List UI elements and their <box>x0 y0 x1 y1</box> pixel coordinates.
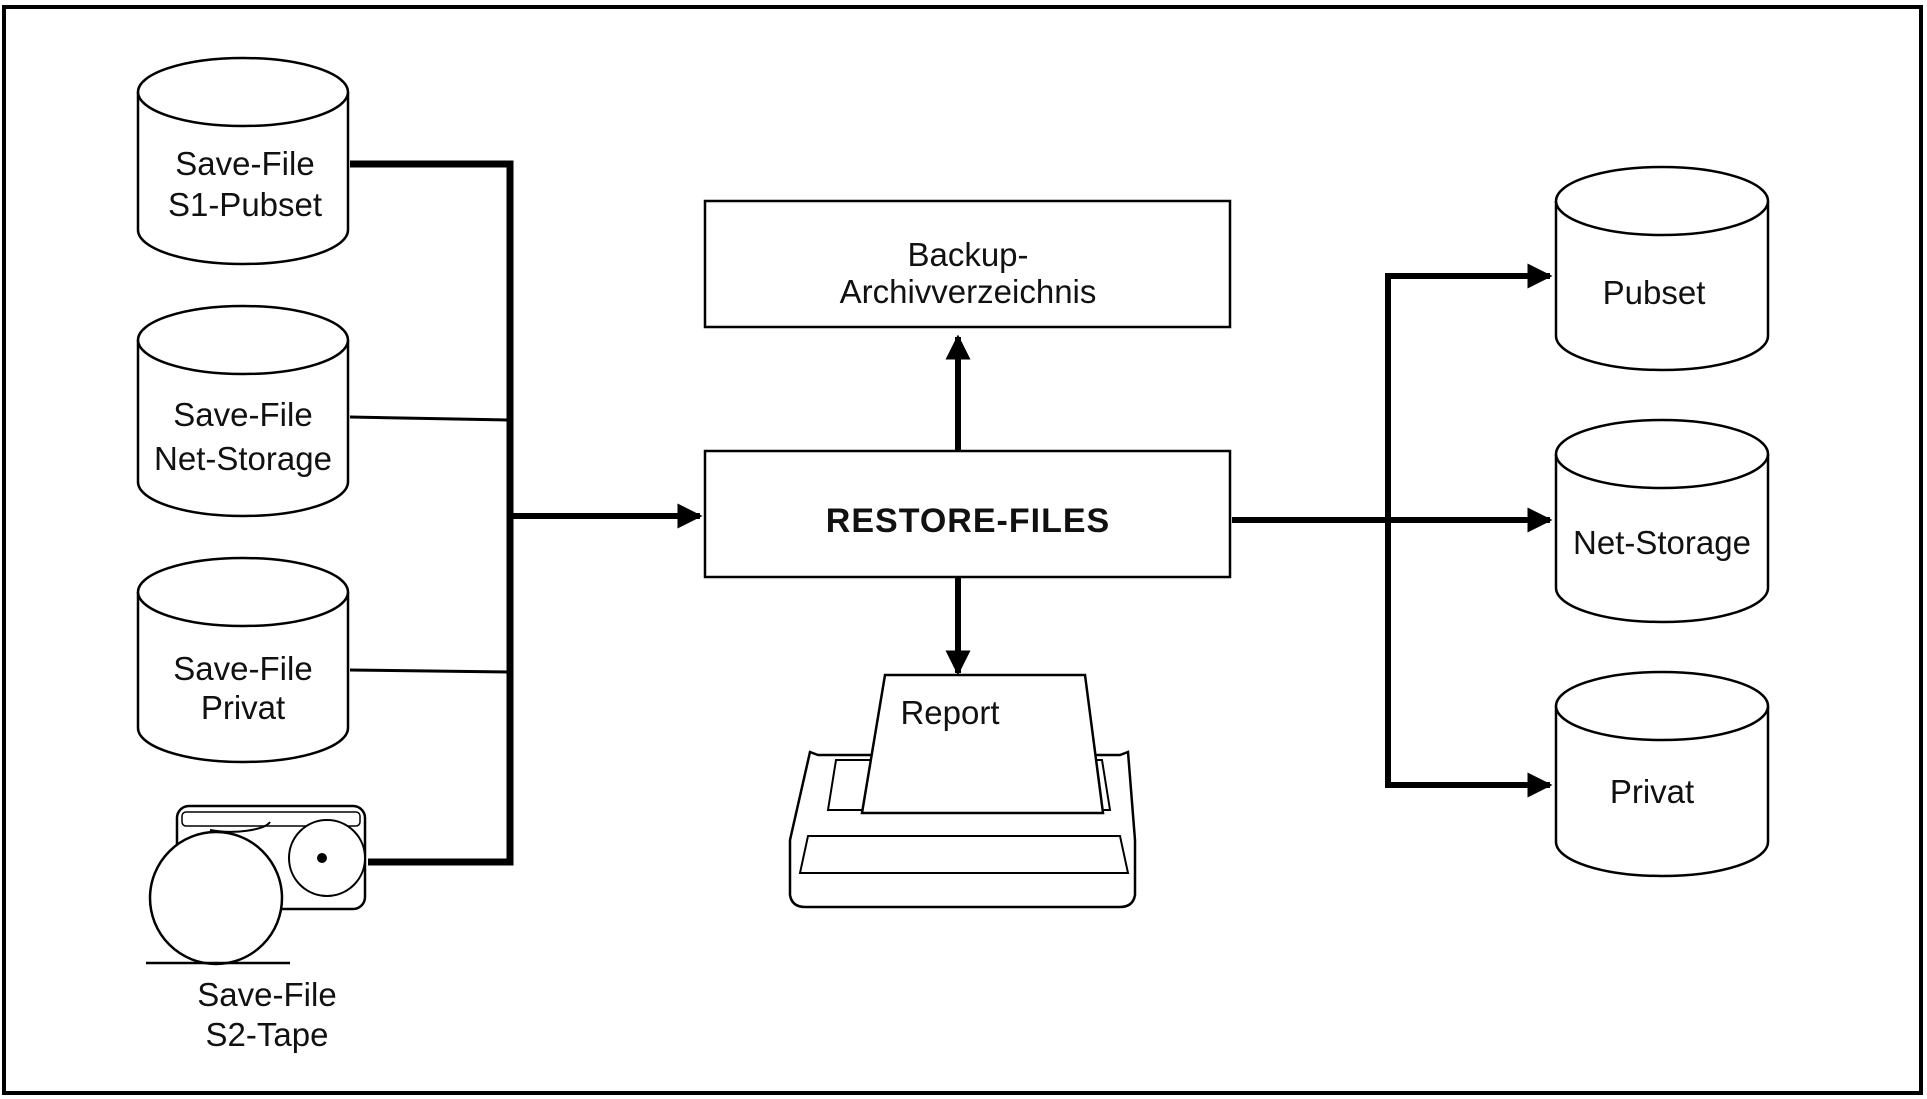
source-s1-pubset-line1: Save-File <box>175 145 314 182</box>
restore-files-box: RESTORE-FILES <box>703 449 1232 579</box>
archive-label-line2: Archivverzeichnis <box>840 273 1097 310</box>
printer-icon: Report <box>788 673 1137 909</box>
report-label: Report <box>900 694 999 731</box>
target-privat-label: Privat <box>1610 773 1694 810</box>
target-privat-cylinder: Privat <box>1554 670 1770 878</box>
target-net-storage-label: Net-Storage <box>1573 524 1751 561</box>
source-privat-cylinder: Save-File Privat <box>136 556 350 764</box>
source-privat-line2: Privat <box>201 689 285 726</box>
target-pubset-label: Pubset <box>1603 274 1706 311</box>
source-s2-tape-line2: S2-Tape <box>206 1016 329 1053</box>
source-s1-pubset-cylinder: Save-File S1-Pubset <box>136 56 350 266</box>
target-net-storage-cylinder: Net-Storage <box>1554 418 1770 624</box>
source-s2-tape-line1: Save-File <box>197 976 336 1013</box>
archive-label-line1: Backup- <box>907 236 1028 273</box>
report-sheet <box>860 673 1105 815</box>
archive-box: Backup- Archivverzeichnis <box>703 199 1232 329</box>
restore-files-label: RESTORE-FILES <box>826 502 1110 540</box>
target-connectors <box>1232 263 1553 798</box>
source-s1-pubset-line2: S1-Pubset <box>168 186 322 223</box>
source-net-storage-line1: Save-File <box>173 396 312 433</box>
tape-spool-icon <box>148 830 284 966</box>
diagram-frame <box>2 5 1923 1095</box>
source-privat-line1: Save-File <box>173 650 312 687</box>
source-net-storage-line2: Net-Storage <box>154 440 332 477</box>
source-s2-tape-device: Save-File S2-Tape <box>146 804 367 1053</box>
source-net-storage-cylinder: Save-File Net-Storage <box>136 304 350 518</box>
target-pubset-cylinder: Pubset <box>1554 165 1770 372</box>
source-connectors <box>349 160 703 866</box>
